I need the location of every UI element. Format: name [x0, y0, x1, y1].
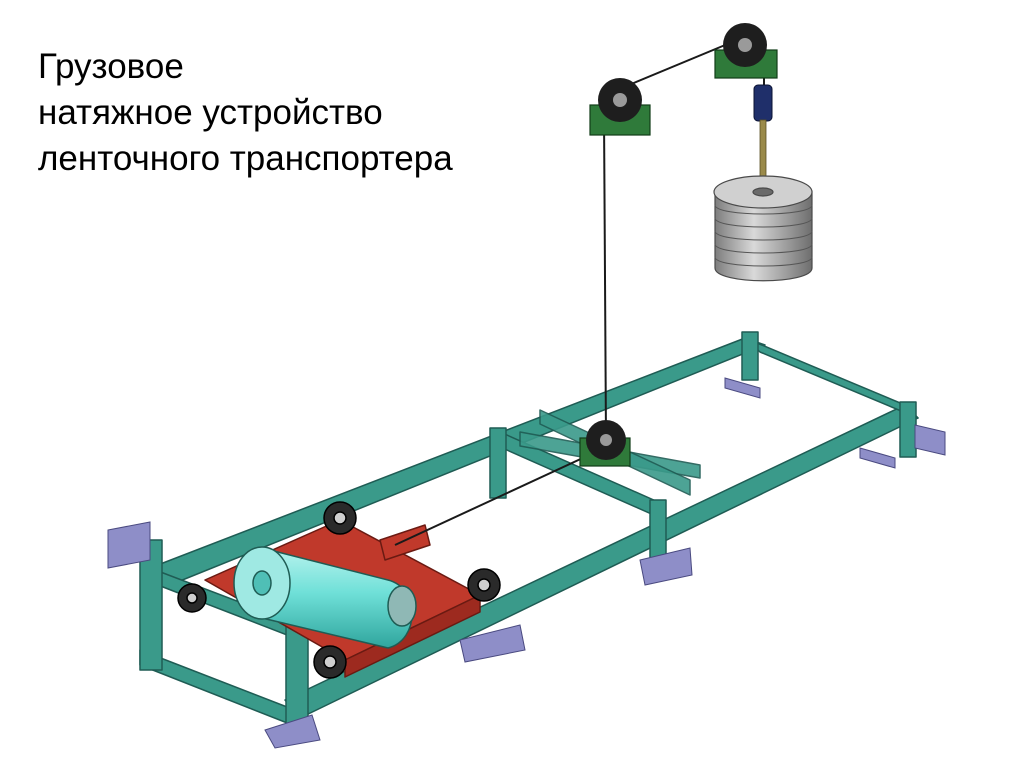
drum-hub — [252, 570, 272, 596]
pad-7 — [859, 447, 896, 469]
carriage-side — [344, 594, 481, 678]
main-frame — [139, 331, 919, 731]
upper-pulley-right — [714, 23, 778, 79]
crossbeam-rear — [744, 337, 919, 419]
pad-5 — [914, 424, 946, 456]
foot-pads — [107, 377, 946, 749]
pad-4 — [639, 547, 693, 586]
rope-carriage — [394, 449, 601, 546]
pad-1 — [107, 521, 151, 569]
crossbeam-front-bottom — [139, 649, 301, 729]
weight-stack-body — [714, 191, 813, 282]
slide-title: Грузовое натяжное устройство ленточного … — [38, 44, 453, 182]
upright-front-left — [139, 539, 163, 671]
pad-6 — [724, 377, 761, 399]
title-line-2: натяжное устройство — [38, 93, 383, 132]
lower-pulley — [579, 420, 631, 467]
tail-drum — [233, 546, 417, 649]
carriage-wheels — [177, 501, 501, 679]
weight-center-hole — [752, 187, 774, 197]
title-line-3: ленточного транспортера — [38, 139, 453, 178]
rope-vertical — [603, 114, 607, 441]
upper-pulley-left — [589, 78, 651, 136]
title-line-1: Грузовое — [38, 47, 184, 86]
upright-rear-left — [741, 331, 759, 381]
upright-rear-right — [899, 401, 917, 458]
pad-2 — [264, 714, 321, 749]
pad-3 — [459, 624, 526, 663]
drum-shaft-end — [387, 585, 417, 627]
counterweight — [713, 175, 813, 282]
turnbuckle — [753, 84, 773, 122]
hanger — [753, 84, 773, 187]
upright-middle-left — [489, 427, 507, 499]
